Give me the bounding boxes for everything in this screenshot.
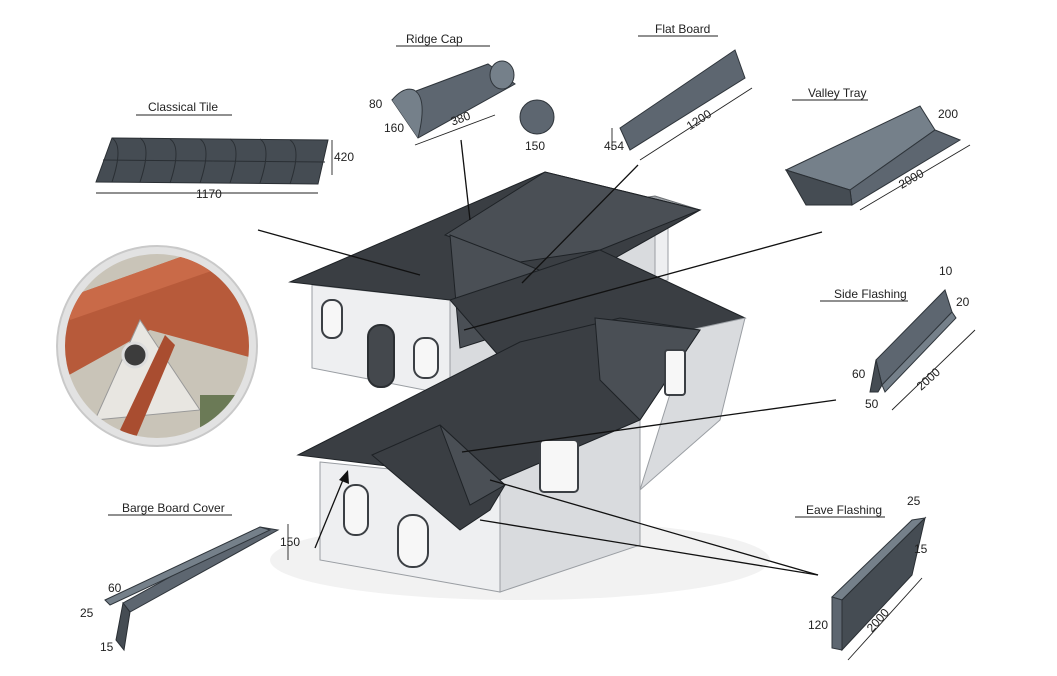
barge-board-cover-top: 60 [108, 581, 122, 595]
eave-flashing-top: 25 [907, 494, 921, 508]
side-flashing-height: 60 [852, 367, 866, 381]
side-flashing-label: Side Flashing [834, 287, 907, 301]
eave-flashing-height: 120 [808, 618, 828, 632]
ridge-cap-length: 380 [449, 108, 473, 128]
flat-board-width: 454 [604, 139, 624, 153]
classical-tile-height: 420 [334, 150, 354, 164]
eave-flashing-lip: 15 [914, 542, 928, 556]
classical-tile-width: 1170 [196, 187, 222, 201]
barge-board-cover-side: 25 [80, 606, 94, 620]
barge-board-cover-bottom: 15 [100, 640, 114, 654]
house-illustration [270, 171, 770, 600]
side-flashing-base: 50 [865, 397, 879, 411]
side-flashing-top: 10 [939, 264, 953, 278]
flat-board-label: Flat Board [655, 22, 710, 36]
classical-tile-label: Classical Tile [148, 100, 218, 114]
ridge-cap-width: 160 [384, 121, 404, 135]
classical-tile-component: Classical Tile 420 1170 [95, 100, 421, 276]
ridge-cap-label: Ridge Cap [406, 32, 463, 46]
ridge-cap-component: Ridge Cap 80 160 380 150 [369, 32, 555, 221]
side-flashing-length: 2000 [914, 365, 943, 393]
ridge-cap-end-diameter: 150 [525, 139, 545, 153]
side-flashing-lip: 20 [956, 295, 970, 309]
barge-board-cover-label: Barge Board Cover [122, 501, 225, 515]
tile-roof-photo-inset [56, 245, 258, 447]
eave-flashing-label: Eave Flashing [806, 503, 882, 517]
ridge-cap-height: 80 [369, 97, 383, 111]
barge-board-cover-height: 150 [280, 535, 300, 549]
valley-tray-width: 200 [938, 107, 958, 121]
barge-board-cover-component: Barge Board Cover 150 60 25 15 [80, 470, 349, 654]
valley-tray-label: Valley Tray [808, 86, 866, 100]
